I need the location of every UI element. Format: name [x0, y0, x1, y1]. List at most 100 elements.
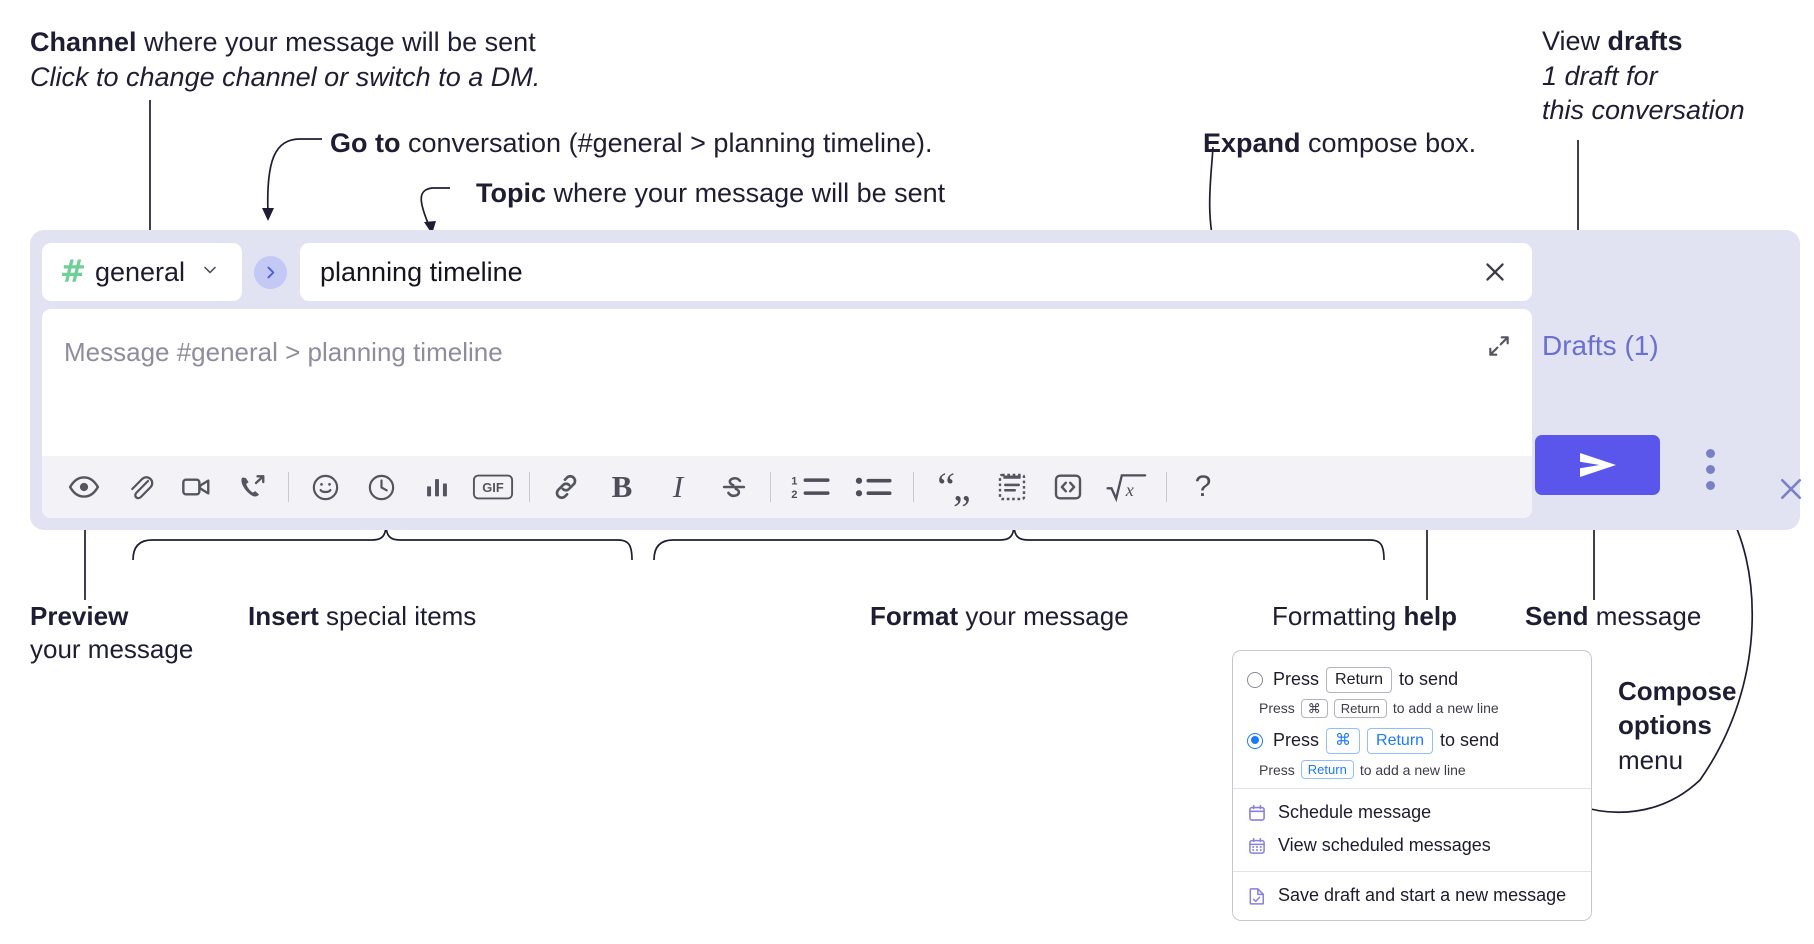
radio-cmd-return-to-send[interactable] [1247, 733, 1263, 750]
clock-icon[interactable] [353, 464, 409, 510]
drafts-link[interactable]: Drafts (1) [1542, 330, 1659, 361]
annotation-preview-sub: your message [30, 634, 194, 665]
bulleted-list-icon[interactable] [843, 464, 905, 510]
message-input-box[interactable]: Message #general > planning timeline [42, 309, 1532, 518]
toolbar-separator [1166, 472, 1167, 502]
vertical-dots-icon [1705, 448, 1715, 458]
radio-return-to-send[interactable] [1247, 672, 1263, 688]
video-camera-icon[interactable] [168, 464, 224, 510]
key-command: ⌘ [1300, 698, 1328, 719]
bar-chart-icon[interactable] [409, 464, 465, 510]
svg-text:x: x [1125, 480, 1134, 500]
annotation-channel: Channel where your message will be sent … [30, 25, 670, 94]
menu-item-label: Schedule message [1278, 802, 1432, 823]
annotation-insert-rest: special items [318, 601, 477, 631]
ordered-list-icon[interactable]: 1 2 [779, 464, 843, 510]
topic-value: planning timeline [320, 256, 523, 287]
menu-item-view-scheduled[interactable]: View scheduled messages [1233, 829, 1591, 862]
annotation-insert-bold: Insert [248, 601, 319, 631]
topic-input[interactable]: planning timeline [300, 243, 1532, 301]
annotation-send-rest: message [1588, 601, 1702, 631]
italic-icon[interactable]: I [672, 469, 684, 504]
inline-code-icon[interactable] [1040, 464, 1096, 510]
toolbar-separator [770, 472, 771, 502]
option2-sub-post: to add a new line [1359, 761, 1466, 778]
annotation-insert: Insert special items [248, 600, 476, 633]
option-return-main: Press Return to send [1273, 667, 1458, 693]
annotation-send-bold: Send [1525, 601, 1589, 631]
toolbar-separator [913, 472, 914, 502]
menu-item-schedule-message[interactable]: Schedule message [1233, 796, 1591, 829]
clear-topic-button[interactable] [1478, 255, 1512, 289]
annotation-compose-options-rest: menu [1618, 744, 1684, 775]
send-button[interactable] [1535, 435, 1660, 495]
key-command: ⌘ [1326, 728, 1361, 754]
key-return: Return [1367, 728, 1434, 754]
option-return-sub: Press ⌘ Return to add a new line [1259, 698, 1591, 719]
annotation-compose-options-bold1: Compose [1618, 676, 1737, 706]
svg-text:GIF: GIF [482, 480, 504, 495]
option1-sub-pre: Press [1259, 700, 1295, 717]
channel-selector[interactable]: # general [42, 243, 242, 301]
annotation-expand-rest: compose box. [1300, 128, 1477, 158]
compose-panel: # general planning timeline [30, 230, 1802, 530]
annotation-channel-sub: Click to change channel or switch to a D… [30, 61, 541, 92]
annotation-send: Send message [1525, 600, 1701, 633]
strikethrough-icon[interactable] [706, 464, 762, 510]
close-icon [1780, 478, 1802, 500]
menu-item-label: Save draft and start a new message [1278, 885, 1567, 906]
preview-icon[interactable] [56, 464, 112, 510]
chevron-right-icon [267, 266, 275, 279]
option-cmd-return-main: Press ⌘ Return to send [1273, 728, 1499, 754]
annotation-topic: Topic where your message will be sent [476, 176, 945, 211]
option2-pre: Press [1273, 730, 1320, 751]
key-return: Return [1300, 759, 1354, 780]
annotation-preview-bold: Preview [30, 601, 129, 631]
attachment-icon[interactable] [112, 464, 168, 510]
send-option-cmd-return[interactable]: Press ⌘ Return to send [1233, 724, 1591, 756]
menu-item-label: View scheduled messages [1278, 835, 1491, 856]
menu-divider [1233, 871, 1591, 873]
menu-item-save-draft[interactable]: Save draft and start a new message [1233, 879, 1591, 912]
annotation-topic-rest: where your message will be sent [546, 178, 946, 208]
annotation-channel-rest: where your message will be sent [136, 27, 536, 57]
hash-icon: # [60, 253, 86, 290]
option1-pre: Press [1273, 669, 1320, 690]
code-block-icon[interactable] [984, 464, 1040, 510]
vertical-dots-icon [1705, 464, 1715, 474]
annotation-goto-rest: conversation (#general > planning timeli… [400, 128, 933, 158]
send-option-return[interactable]: Press Return to send [1233, 663, 1591, 695]
close-icon [1486, 263, 1504, 281]
option2-post: to send [1440, 730, 1500, 751]
annotation-drafts: View drafts 1 draft for this conversatio… [1542, 24, 1814, 128]
link-icon[interactable] [538, 464, 594, 510]
annotation-drafts-sub2: this conversation [1542, 95, 1745, 126]
annotation-compose-options: Compose options menu [1618, 674, 1814, 777]
bold-icon[interactable]: B [611, 469, 633, 504]
formatting-toolbar: GIF B [42, 456, 1532, 518]
calendar-schedule-icon [1247, 803, 1267, 823]
phone-call-icon[interactable] [224, 464, 280, 510]
annotation-goto-bold: Go to [330, 128, 401, 158]
help-icon[interactable]: ? [1194, 470, 1212, 503]
annotation-formatting-help: Formatting help [1272, 600, 1457, 633]
annotation-drafts-sub1: 1 draft for [1542, 60, 1658, 91]
compose-options-button[interactable] [1698, 448, 1722, 490]
option1-sub-post: to add a new line [1392, 700, 1499, 717]
goto-conversation-button[interactable] [254, 256, 287, 289]
expand-icon [1489, 336, 1509, 356]
expand-compose-button[interactable] [1482, 329, 1516, 363]
annotation-preview: Preview your message [30, 600, 260, 667]
annotation-help-bold: help [1403, 601, 1457, 631]
annotation-goto: Go to conversation (#general > planning … [330, 126, 933, 161]
math-icon[interactable]: x [1096, 464, 1158, 510]
compose-options-menu: Press Return to send Press ⌘ Return to a… [1232, 650, 1592, 922]
close-compose-button[interactable] [1772, 470, 1810, 508]
blockquote-icon[interactable]: “„ [937, 464, 970, 509]
emoji-icon[interactable] [297, 464, 353, 510]
annotation-expand: Expand compose box. [1203, 126, 1476, 161]
gif-icon[interactable]: GIF [465, 464, 521, 510]
annotation-help-pre: Formatting [1272, 601, 1404, 631]
chevron-down-icon [200, 260, 220, 285]
